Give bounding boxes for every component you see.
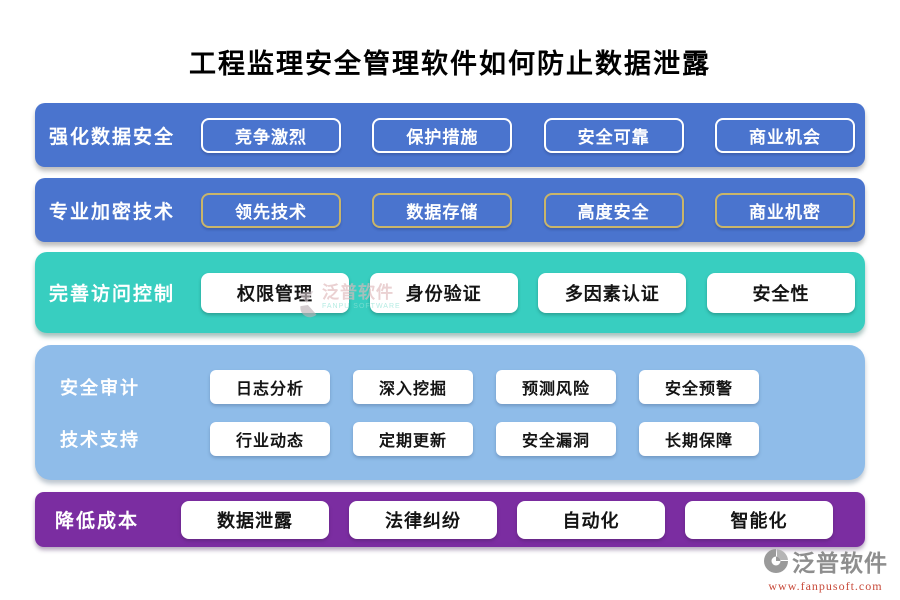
tag-button[interactable]: 长期保障 [639, 421, 759, 456]
footer-logo: 泛普软件 www.fanpusoft.com [763, 544, 888, 594]
subrow-tech-support: 技术支持 行业动态 定期更新 安全漏洞 长期保障 [35, 421, 865, 456]
tag-button[interactable]: 安全漏洞 [496, 421, 616, 456]
band-label: 完善访问控制 [49, 284, 176, 305]
band-buttons: 数据泄露 法律纠纷 自动化 智能化 [181, 500, 833, 539]
footer-logo-name: 泛普软件 [792, 551, 888, 576]
subrow-security-audit: 安全审计 日志分析 深入挖掘 预测风险 安全预警 [35, 369, 865, 404]
band-buttons: 领先技术 数据存储 高度安全 商业机密 [201, 192, 855, 228]
tag-button[interactable]: 保护措施 [372, 117, 513, 153]
footer-logo-url: www.fanpusoft.com [768, 579, 883, 593]
band-buttons: 权限管理 身份验证 多因素认证 安全性 [201, 272, 855, 313]
fanpu-logo-icon [764, 549, 788, 573]
tag-button[interactable]: 领先技术 [201, 192, 341, 228]
band-audit-and-support: 安全审计 日志分析 深入挖掘 预测风险 安全预警 技术支持 行业动态 定期更新 … [35, 345, 865, 480]
tag-button[interactable]: 竞争激烈 [201, 117, 341, 153]
tag-button[interactable]: 深入挖掘 [353, 369, 473, 404]
tag-button[interactable]: 高度安全 [543, 192, 684, 228]
band-buttons: 竞争激烈 保护措施 安全可靠 商业机会 [201, 117, 855, 153]
tag-button[interactable]: 安全预警 [639, 369, 759, 404]
page-title: 工程监理安全管理软件如何防止数据泄露 [189, 49, 711, 79]
tag-button[interactable]: 权限管理 [201, 272, 349, 313]
band-label: 专业加密技术 [49, 201, 176, 223]
band-cost-reduction: 降低成本 数据泄露 法律纠纷 自动化 智能化 [35, 492, 865, 547]
tag-button[interactable]: 商业机密 [714, 192, 855, 228]
tag-button[interactable]: 自动化 [517, 500, 665, 539]
band-label: 强化数据安全 [49, 126, 176, 148]
tag-button[interactable]: 数据泄露 [181, 500, 329, 539]
tag-button[interactable]: 智能化 [685, 500, 833, 539]
tag-button[interactable]: 安全性 [706, 272, 855, 313]
tag-button[interactable]: 商业机会 [714, 117, 855, 153]
band-label: 降低成本 [55, 511, 140, 532]
band-strengthen-data-security: 强化数据安全 竞争激烈 保护措施 安全可靠 商业机会 [35, 103, 865, 167]
band-encryption-technology: 专业加密技术 领先技术 数据存储 高度安全 商业机密 [35, 178, 865, 242]
band-label: 安全审计 [60, 377, 140, 398]
tag-button[interactable]: 定期更新 [353, 421, 473, 456]
tag-button[interactable]: 多因素认证 [538, 272, 687, 313]
band-buttons: 行业动态 定期更新 安全漏洞 长期保障 [210, 421, 759, 456]
tag-button[interactable]: 数据存储 [372, 192, 513, 228]
tag-button[interactable]: 身份验证 [369, 272, 518, 313]
band-buttons: 日志分析 深入挖掘 预测风险 安全预警 [210, 369, 759, 404]
tag-button[interactable]: 日志分析 [210, 369, 330, 404]
tag-button[interactable]: 预测风险 [496, 369, 616, 404]
band-label: 技术支持 [60, 429, 140, 450]
tag-button[interactable]: 法律纠纷 [349, 500, 497, 539]
tag-button[interactable]: 行业动态 [210, 421, 330, 456]
tag-button[interactable]: 安全可靠 [543, 117, 684, 153]
band-access-control: 完善访问控制 权限管理 身份验证 多因素认证 安全性 [35, 252, 865, 333]
